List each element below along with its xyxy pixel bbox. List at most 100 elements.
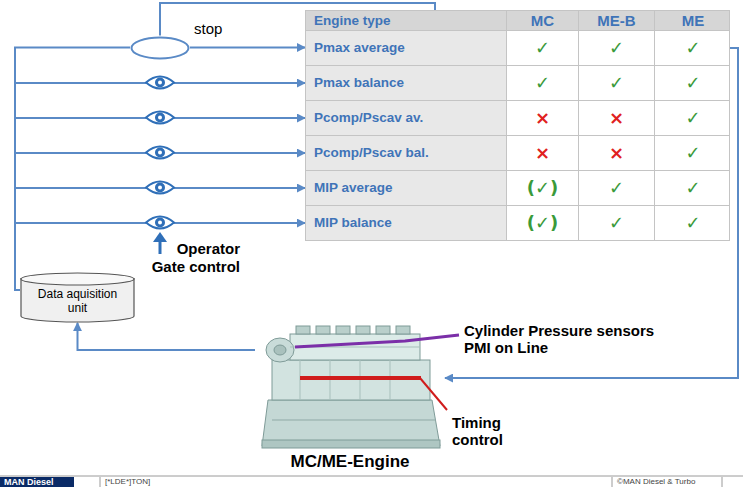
operator-arrow bbox=[153, 232, 167, 254]
eye-icons-part-part bbox=[158, 151, 162, 155]
operator-arrow-part bbox=[153, 232, 167, 242]
footer-bar-part bbox=[0, 477, 74, 487]
sensor-label: Cylinder Pressure sensors PMI on Line bbox=[464, 322, 669, 356]
eye-icons bbox=[146, 77, 174, 229]
sensor-leader bbox=[295, 335, 459, 347]
eye-icons-part-part bbox=[146, 147, 174, 159]
engine-illustration-part bbox=[272, 360, 430, 400]
storage-cylinder: Data aquisition unit bbox=[20, 272, 135, 323]
table-cell: ✓ bbox=[506, 31, 578, 65]
connector bbox=[15, 118, 305, 290]
eye-icons-part-part bbox=[155, 148, 165, 158]
eye-icons-part bbox=[146, 182, 174, 194]
column-header: MC bbox=[506, 11, 578, 30]
eye-icons-part-part bbox=[155, 218, 165, 228]
engine-illustration-part bbox=[336, 326, 350, 334]
timing-label: Timing control bbox=[452, 414, 532, 448]
eye-icons-part-part bbox=[155, 78, 165, 88]
column-header: ME bbox=[654, 11, 731, 30]
row-header-cell: MIP average bbox=[306, 171, 506, 205]
eye-icons-part-part bbox=[158, 81, 162, 85]
engine-node: MC/ME-Engine bbox=[255, 300, 445, 472]
header-cell: Engine type bbox=[306, 11, 506, 30]
operator-label: Operator Gate control bbox=[140, 240, 240, 276]
engine-illustration-part bbox=[262, 440, 440, 448]
eye-icons-part-part bbox=[146, 77, 174, 89]
gate-label: stop bbox=[194, 20, 222, 37]
connector bbox=[15, 188, 305, 290]
operator-arrow-part bbox=[159, 240, 162, 254]
eye-icons-part bbox=[146, 77, 174, 89]
table-cell: ✓ bbox=[506, 66, 578, 100]
eye-icons-part bbox=[146, 217, 174, 229]
table-row: Pcomp/Pscav bal.××✓ bbox=[305, 135, 730, 171]
engine-illustration-part bbox=[274, 345, 286, 355]
table-row: Pcomp/Pscav av.××✓ bbox=[305, 100, 730, 136]
row-header-cell: Pmax balance bbox=[306, 66, 506, 100]
table-cell: ✓ bbox=[578, 206, 654, 240]
cylinder-top bbox=[21, 273, 134, 285]
engine-illustration-part bbox=[262, 400, 440, 446]
row-header-cell: Pcomp/Pscav bal. bbox=[306, 136, 506, 170]
table-row: MIP balance(✓)✓✓ bbox=[305, 205, 730, 241]
table-row: Pmax balance✓✓✓ bbox=[305, 65, 730, 101]
eye-icons-part-part bbox=[146, 112, 174, 124]
footer-code: [*LDE*]TON] bbox=[105, 477, 305, 487]
table-row: Pmax average✓✓✓ bbox=[305, 30, 730, 66]
eye-icons-part bbox=[146, 147, 174, 159]
table-cell: × bbox=[578, 136, 654, 170]
engine-illustration-part bbox=[356, 326, 370, 334]
timing-leader-part bbox=[420, 378, 447, 410]
eye-icons-part bbox=[146, 112, 174, 124]
table-cell: × bbox=[506, 101, 578, 135]
engine-illustration-part bbox=[296, 326, 310, 334]
timing-leader bbox=[300, 378, 447, 410]
eye-icons-part-part bbox=[146, 182, 174, 194]
connector bbox=[190, 47, 305, 49]
table-cell: (✓) bbox=[506, 171, 578, 205]
table-cell: ✓ bbox=[654, 171, 731, 205]
row-header-cell: Pcomp/Pscav av. bbox=[306, 101, 506, 135]
eye-icons-part-part bbox=[158, 221, 162, 225]
logo-text: MAN Diesel bbox=[4, 477, 72, 487]
table-header-row: Engine typeMCME-BME bbox=[305, 10, 730, 31]
table-row: MIP average(✓)✓✓ bbox=[305, 170, 730, 206]
connector bbox=[78, 323, 256, 350]
connector bbox=[15, 223, 305, 290]
table-cell: ✓ bbox=[654, 206, 731, 240]
gate-ellipse-shape bbox=[132, 37, 189, 58]
row-header-cell: MIP balance bbox=[306, 206, 506, 240]
table-cell: ✓ bbox=[578, 66, 654, 100]
engine-illustration-part bbox=[266, 338, 294, 362]
gate-ellipse-outline bbox=[130, 36, 190, 60]
footer-bar bbox=[0, 476, 743, 487]
footer-bar-part bbox=[612, 477, 613, 487]
footer-bar-part bbox=[0, 476, 743, 477]
engine-illustration-part bbox=[272, 420, 436, 421]
table-cell: ✓ bbox=[654, 66, 731, 100]
timing-leader-part bbox=[300, 376, 421, 380]
connector bbox=[15, 153, 305, 290]
table-cell: × bbox=[506, 136, 578, 170]
table-cell: ✓ bbox=[654, 136, 731, 170]
footer-bar-part bbox=[722, 477, 723, 487]
engine-illustration-part bbox=[396, 326, 410, 334]
engine-caption: MC/ME-Engine bbox=[255, 452, 445, 472]
eye-icons-part-part bbox=[155, 183, 165, 193]
table-cell: ✓ bbox=[654, 101, 731, 135]
eye-icons-part-part bbox=[158, 186, 162, 190]
engine-illustration-part bbox=[316, 326, 330, 334]
table-cell: ✓ bbox=[578, 171, 654, 205]
eye-icons-part-part bbox=[146, 217, 174, 229]
eye-icons-part-part bbox=[158, 116, 162, 120]
storage-label: Data aquisition unit bbox=[20, 272, 135, 319]
gate-ellipse: stop bbox=[130, 36, 190, 60]
footer-copyright: ©MAN Diesel & Turbo bbox=[617, 477, 721, 487]
engine-illustration-part bbox=[376, 326, 390, 334]
table-cell: ✓ bbox=[578, 31, 654, 65]
table-cell: (✓) bbox=[506, 206, 578, 240]
connector bbox=[15, 83, 305, 290]
row-header-cell: Pmax average bbox=[306, 31, 506, 65]
footer-bar-part bbox=[100, 477, 101, 487]
